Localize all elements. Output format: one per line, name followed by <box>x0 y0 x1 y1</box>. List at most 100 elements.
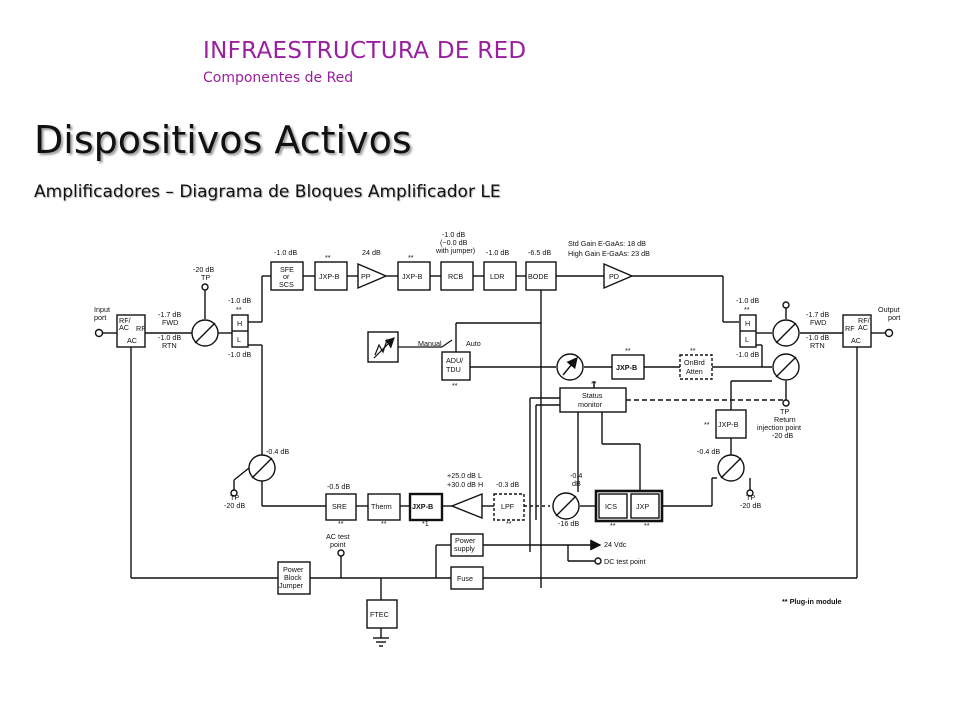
bode-db-label: -6.5 dB <box>528 248 551 257</box>
jxpb1-label: JXP-B <box>319 272 340 281</box>
dc-tp-label: DC test point <box>604 557 646 566</box>
tp-right-label: -0.4 dBTP-20 dB <box>697 447 761 510</box>
rcb-label: RCB <box>448 272 463 281</box>
jxpb-block-2 <box>397 261 431 291</box>
star-11: ** <box>506 519 512 528</box>
rfac-in-box <box>116 314 146 348</box>
onbrd-atten-block <box>679 354 713 380</box>
adu-label: ADU/TDU <box>446 356 463 374</box>
sre-label: SRE <box>332 502 347 511</box>
header-title: INFRAESTRUCTURA DE RED <box>203 38 527 64</box>
star-12: ** <box>610 521 616 530</box>
jxpb-block-1 <box>314 261 348 291</box>
fuse-label: Fuse <box>457 574 473 583</box>
ac-in-label: AC <box>127 336 137 345</box>
auto-label: Auto <box>466 339 481 348</box>
jxpb4-label: JXP-B <box>718 420 739 429</box>
ftec-label: FTEC <box>370 610 389 619</box>
jxp-label: JXP <box>636 502 649 511</box>
return-amplifier <box>450 492 483 520</box>
manual-label: Manual <box>418 339 442 348</box>
ics-label: ICS <box>605 502 617 511</box>
header-subtitle: Componentes de Red <box>203 70 354 86</box>
sfe-db-label: -1.0 dB <box>274 248 297 257</box>
star-3: ** <box>452 381 458 390</box>
attenuator-box <box>367 331 399 363</box>
pp-amplifier <box>357 262 388 290</box>
jxpb5-label: JXP-B <box>412 502 433 511</box>
jxpb-block-3 <box>611 354 645 380</box>
lpf-db-label: -0.3 dB <box>496 480 519 489</box>
star-8: ** <box>338 519 344 528</box>
plugin-note: ** Plug-in module <box>782 597 842 606</box>
amp-db-label: +25.0 dB L+30.0 dB H <box>447 471 483 489</box>
bode-block <box>525 261 557 291</box>
lpf-block <box>493 493 525 521</box>
therm-label: Therm <box>371 502 392 511</box>
rcb-block <box>440 261 474 291</box>
jxpb3-label: JXP-B <box>616 363 637 372</box>
pd-amplifier <box>603 262 634 290</box>
therm-block <box>367 493 401 521</box>
slide-subtitle: Amplificadores – Diagrama de Bloques Amp… <box>34 182 501 202</box>
rf-in-label: RF <box>136 324 146 333</box>
ics-block <box>598 493 628 519</box>
power-supply-block <box>450 533 484 557</box>
ldr-label: LDR <box>490 272 504 281</box>
rfac-in-label: RF/AC <box>119 316 131 332</box>
star-4: ** <box>625 346 631 355</box>
star-13: ** <box>644 521 650 530</box>
star-10: *1 <box>422 519 429 528</box>
ac-out-label: AC <box>851 336 861 345</box>
sre-db-label: -0.5 dB <box>327 482 350 491</box>
power-block-jumper <box>277 561 311 595</box>
jxpb-block-5 <box>408 492 444 522</box>
rfac-out-box <box>842 314 872 348</box>
star-7: ** <box>704 420 710 429</box>
jxp-block <box>630 493 660 519</box>
jxpb2-label: JXP-B <box>402 272 423 281</box>
pd-label: PD <box>609 272 619 281</box>
jxpb-block-4 <box>715 409 747 439</box>
star-9: ** <box>381 519 387 528</box>
star-6: ** <box>591 379 597 388</box>
vdc-label: 24 Vdc <box>604 540 627 549</box>
adu-tdu-block <box>441 351 471 381</box>
rfac-out-label: RF/AC <box>858 316 870 332</box>
fuse-block <box>450 566 484 590</box>
ldr-block <box>483 261 517 291</box>
bode-label: BODE <box>528 272 549 281</box>
sfe-block <box>270 261 304 291</box>
lpf-label: LPF <box>501 502 515 511</box>
sre-block <box>325 493 357 521</box>
pp-label: PP <box>361 272 371 281</box>
ftec-block <box>366 599 398 629</box>
star-2: ** <box>408 253 414 262</box>
pp-db-label: 24 dB <box>362 248 381 257</box>
star-5: ** <box>690 346 696 355</box>
star-1: ** <box>325 253 331 262</box>
ldr-db-label: -1.0 dB <box>486 248 509 257</box>
status-monitor-block <box>559 387 627 413</box>
rf-out-label: RF <box>845 324 855 333</box>
slide-title: Dispositivos Activos <box>34 118 412 162</box>
